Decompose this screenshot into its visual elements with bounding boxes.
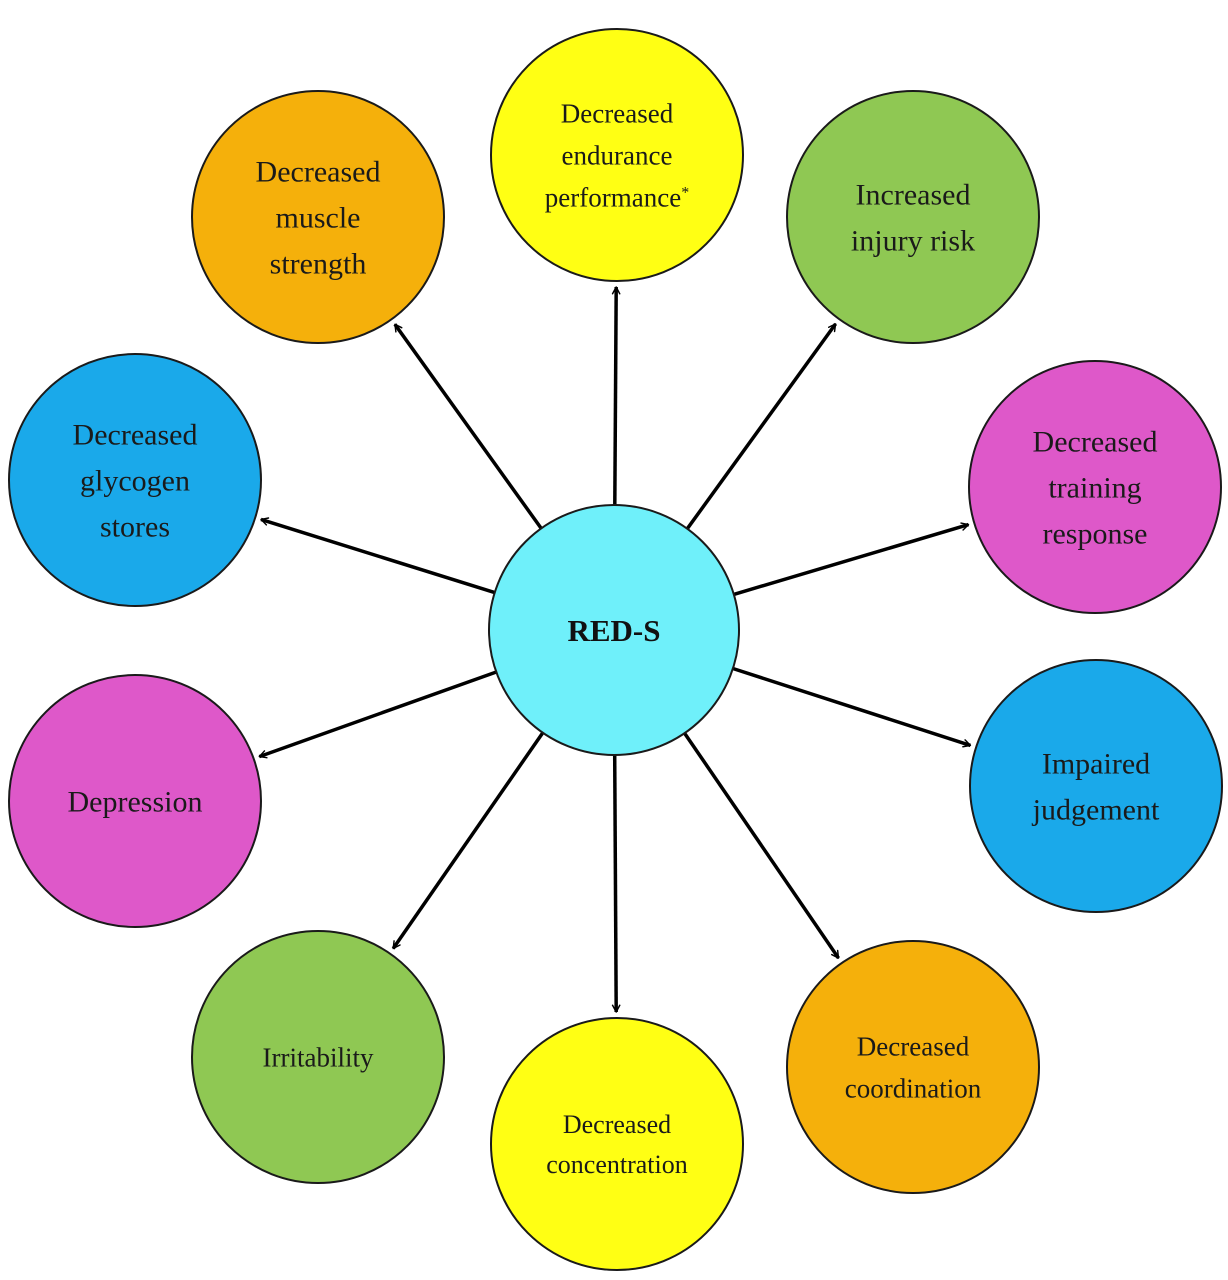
node-label-strength-line-1: muscle (276, 202, 361, 235)
node-label-endurance-line-0: Decreased (561, 99, 674, 129)
node-label-coordination-line-0: Decreased (857, 1032, 970, 1062)
center-label: RED-S (567, 613, 660, 648)
node-depression: Depression (8, 674, 262, 928)
node-label-injury-line-0: Increased (856, 179, 971, 212)
node-glycogen: Decreased glycogen stores (8, 353, 262, 607)
node-label-concentration-line-0: Decreased (563, 1110, 671, 1139)
node-label-glycogen-line-1: glycogen (80, 465, 190, 498)
node-label-injury-line-1: injury risk (851, 225, 975, 258)
node-irritability: Irritability (191, 930, 445, 1184)
node-circle-depression (8, 674, 262, 928)
node-label-glycogen-line-2: stores (100, 511, 170, 544)
node-label-judgement-line-1: judgement (1032, 794, 1160, 827)
node-label-glycogen-line-0: Decreased (73, 419, 198, 452)
arrow-to-endurance (611, 286, 621, 506)
arrow-to-injury (685, 322, 838, 530)
node-circle-injury (786, 90, 1040, 344)
node-circle-endurance (490, 28, 744, 282)
arrow-to-coordination (683, 732, 840, 960)
node-label-irritability-line-0: Irritability (263, 1043, 374, 1073)
node-label-endurance-line-1: endurance (562, 140, 673, 170)
node-label-endurance-line-2: performance* (545, 182, 689, 212)
node-label-strength-line-2: strength (270, 248, 367, 281)
node-label-training-line-2: response (1043, 518, 1148, 551)
node-circle-judgement (969, 659, 1223, 913)
node-training: Decreased training response (968, 360, 1222, 614)
node-label-concentration-line-1: concentration (546, 1150, 688, 1179)
arrow-to-depression (258, 670, 497, 759)
node-circle-strength (191, 90, 445, 344)
node-label-training-line-0: Decreased (1033, 426, 1158, 459)
center-circle (488, 504, 740, 756)
node-judgement: Impaired judgement (969, 659, 1223, 913)
node-circle-irritability (191, 930, 445, 1184)
arrows-group (258, 286, 972, 1013)
arrow-to-strength (393, 323, 543, 530)
node-injury: Increased injury risk (786, 90, 1040, 344)
node-circle-training (968, 360, 1222, 614)
arrow-to-glycogen (260, 517, 496, 595)
node-coordination: Decreased coordination (786, 940, 1040, 1194)
node-circle-concentration (490, 1017, 744, 1271)
node-label-depression-line-0: Depression (68, 786, 203, 819)
node-endurance: Decreased endurance performance* (490, 28, 744, 282)
node-label-training-line-1: training (1048, 472, 1141, 505)
node-label-strength-line-0: Decreased (256, 156, 381, 189)
footnote-marker: * (681, 184, 689, 201)
arrow-to-judgement (732, 666, 972, 748)
node-concentration: Decreased concentration (490, 1017, 744, 1271)
node-label-judgement-line-0: Impaired (1042, 748, 1150, 781)
node-circle-coordination (786, 940, 1040, 1194)
arrow-to-irritability (391, 731, 545, 950)
node-strength: Decreased muscle strength (191, 90, 445, 344)
center-node: RED-S (488, 504, 740, 756)
nodes-group: Decreased endurance performance* Increased i… (8, 28, 1223, 1271)
node-label-coordination-line-1: coordination (845, 1074, 982, 1104)
arrow-to-training (733, 522, 970, 597)
arrow-to-concentration (611, 754, 621, 1013)
node-circle-glycogen (8, 353, 262, 607)
